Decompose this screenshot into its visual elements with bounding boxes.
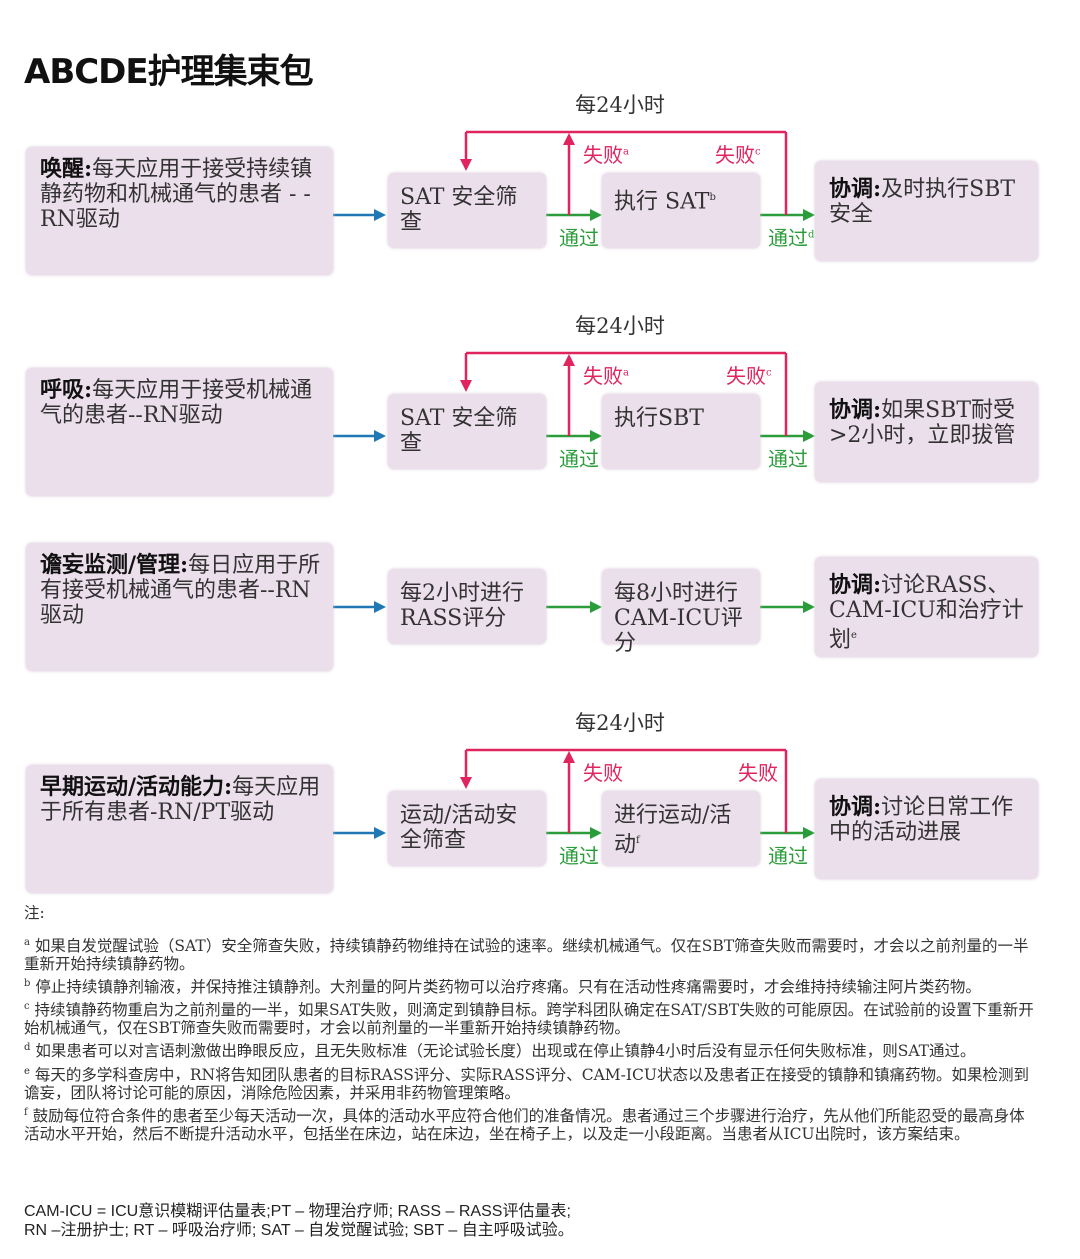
footnote-marker: e: [851, 630, 857, 641]
fail-label-2: 失败c: [726, 364, 772, 388]
fail-label-1: 失败a: [583, 143, 629, 167]
page-title: ABCDE护理集束包: [24, 52, 314, 92]
arrowhead: [460, 380, 472, 392]
screening-box: SAT 安全筛查: [388, 173, 546, 248]
screening-box: SAT 安全筛查: [388, 394, 546, 469]
footnote-marker: c: [766, 367, 772, 379]
arrowhead: [563, 133, 575, 145]
arrowhead: [590, 430, 602, 442]
footnote-marker: c: [24, 1001, 30, 1013]
coordination-box: 协调:及时执行SBT安全: [815, 161, 1038, 261]
footnote-marker: a: [623, 146, 629, 158]
note-item: a 如果自发觉醒试验（SAT）安全筛查失败，持续镇静药物维持在试验的速率。继续机…: [24, 937, 1029, 974]
arrowhead: [374, 209, 386, 221]
note-item: b 停止持续镇静剂输液，并保持推注镇静剂。大剂量的阿片类药物可以治疗疼痛。只有在…: [24, 978, 981, 997]
fail-label-2: 失败: [738, 761, 778, 785]
footnote-marker: e: [24, 1065, 30, 1077]
arrowhead: [460, 159, 472, 171]
arrowhead: [563, 751, 575, 763]
arrowhead: [374, 430, 386, 442]
abbreviations: CAM-ICU = ICU意识模糊评估量表;PT – 物理治疗师; RASS –…: [24, 1202, 574, 1240]
arrowhead: [460, 777, 472, 789]
note-item: d 如果患者可以对言语刺激做出睁眼反应，且无失败标准（无论试验长度）出现或在停止…: [24, 1042, 976, 1061]
frequency-label: 每24小时: [575, 314, 665, 338]
action-box: 进行运动/活动f: [602, 791, 760, 866]
arrowhead: [803, 601, 815, 613]
note-item: e 每天的多学科查房中，RN将告知团队患者的目标RASS评分、实际RASS评分、…: [24, 1065, 1029, 1102]
note-item: c 持续镇静药物重启为之前剂量的一半，如果SAT失败，则滴定到镇静目标。跨学科团…: [24, 1001, 1034, 1038]
footnote-marker: a: [623, 367, 629, 379]
arrowhead: [374, 827, 386, 839]
notes: 注: a 如果自发觉醒试验（SAT）安全筛查失败，持续镇静药物维持在试验的速率。…: [24, 904, 1034, 1145]
fail-label-1: 失败: [583, 761, 623, 785]
coordination-box: 协调:讨论日常工作中的活动进展: [815, 779, 1038, 879]
pass-label-2: 通过: [768, 447, 808, 471]
footnote-marker: b: [24, 978, 31, 990]
footnote-marker: c: [755, 146, 761, 158]
screening-box: 运动/活动安全筛查: [388, 791, 546, 866]
fail-label-2: 失败c: [715, 143, 761, 167]
arrowhead: [374, 601, 386, 613]
arrowhead: [803, 209, 815, 221]
fail-label-1: 失败a: [583, 364, 629, 388]
pass-label-1: 通过: [559, 226, 599, 250]
note-item: f 鼓励每位符合条件的患者至少每天活动一次，具体的活动水平应符合他们的准备情况。…: [24, 1106, 1025, 1143]
step-description-box: 唤醒:每天应用于接受持续镇静药物和机械通气的患者 - - RN驱动: [26, 147, 333, 275]
abbr-line-2: RN –注册护士; RT – 呼吸治疗师; SAT – 自发觉醒试验; SBT …: [24, 1222, 574, 1239]
pass-label-2: 通过d: [768, 226, 815, 250]
footnote-marker: a: [24, 937, 30, 948]
footnote-marker: d: [808, 229, 815, 241]
arrowhead: [590, 209, 602, 221]
action-box: 执行SBT: [602, 394, 760, 469]
action-box: 执行 SATb: [602, 173, 760, 248]
footnote-marker: f: [636, 835, 640, 846]
screening-box: 每2小时进行RASS评分: [388, 569, 546, 644]
action-box: 每8小时进行CAM-ICU评分: [602, 569, 760, 656]
frequency-label: 每24小时: [575, 711, 665, 735]
arrowhead: [590, 601, 602, 613]
abbr-line-1: CAM-ICU = ICU意识模糊评估量表;PT – 物理治疗师; RASS –…: [24, 1203, 571, 1220]
coordination-box: 协调:如果SBT耐受>2小时，立即拔管: [815, 382, 1038, 482]
notes-heading: 注:: [24, 904, 45, 922]
footnote-marker: b: [709, 192, 716, 203]
step-description-box: 早期运动/活动能力:每天应用于所有患者-RN/PT驱动: [26, 765, 333, 893]
pass-label-2: 通过: [768, 844, 808, 868]
footnote-marker: f: [24, 1106, 28, 1118]
coordination-box: 协调:讨论RASS、CAM-ICU和治疗计划e: [815, 557, 1038, 657]
footnote-marker: d: [24, 1042, 31, 1054]
pass-label-1: 通过: [559, 447, 599, 471]
arrowhead: [803, 430, 815, 442]
frequency-label: 每24小时: [575, 93, 665, 117]
arrowhead: [590, 827, 602, 839]
arrowhead: [803, 827, 815, 839]
step-description-box: 呼吸:每天应用于接受机械通气的患者--RN驱动: [26, 368, 333, 496]
arrowhead: [563, 354, 575, 366]
pass-label-1: 通过: [559, 844, 599, 868]
step-description-box: 谵妄监测/管理:每日应用于所有接受机械通气的患者--RN驱动: [26, 543, 333, 671]
